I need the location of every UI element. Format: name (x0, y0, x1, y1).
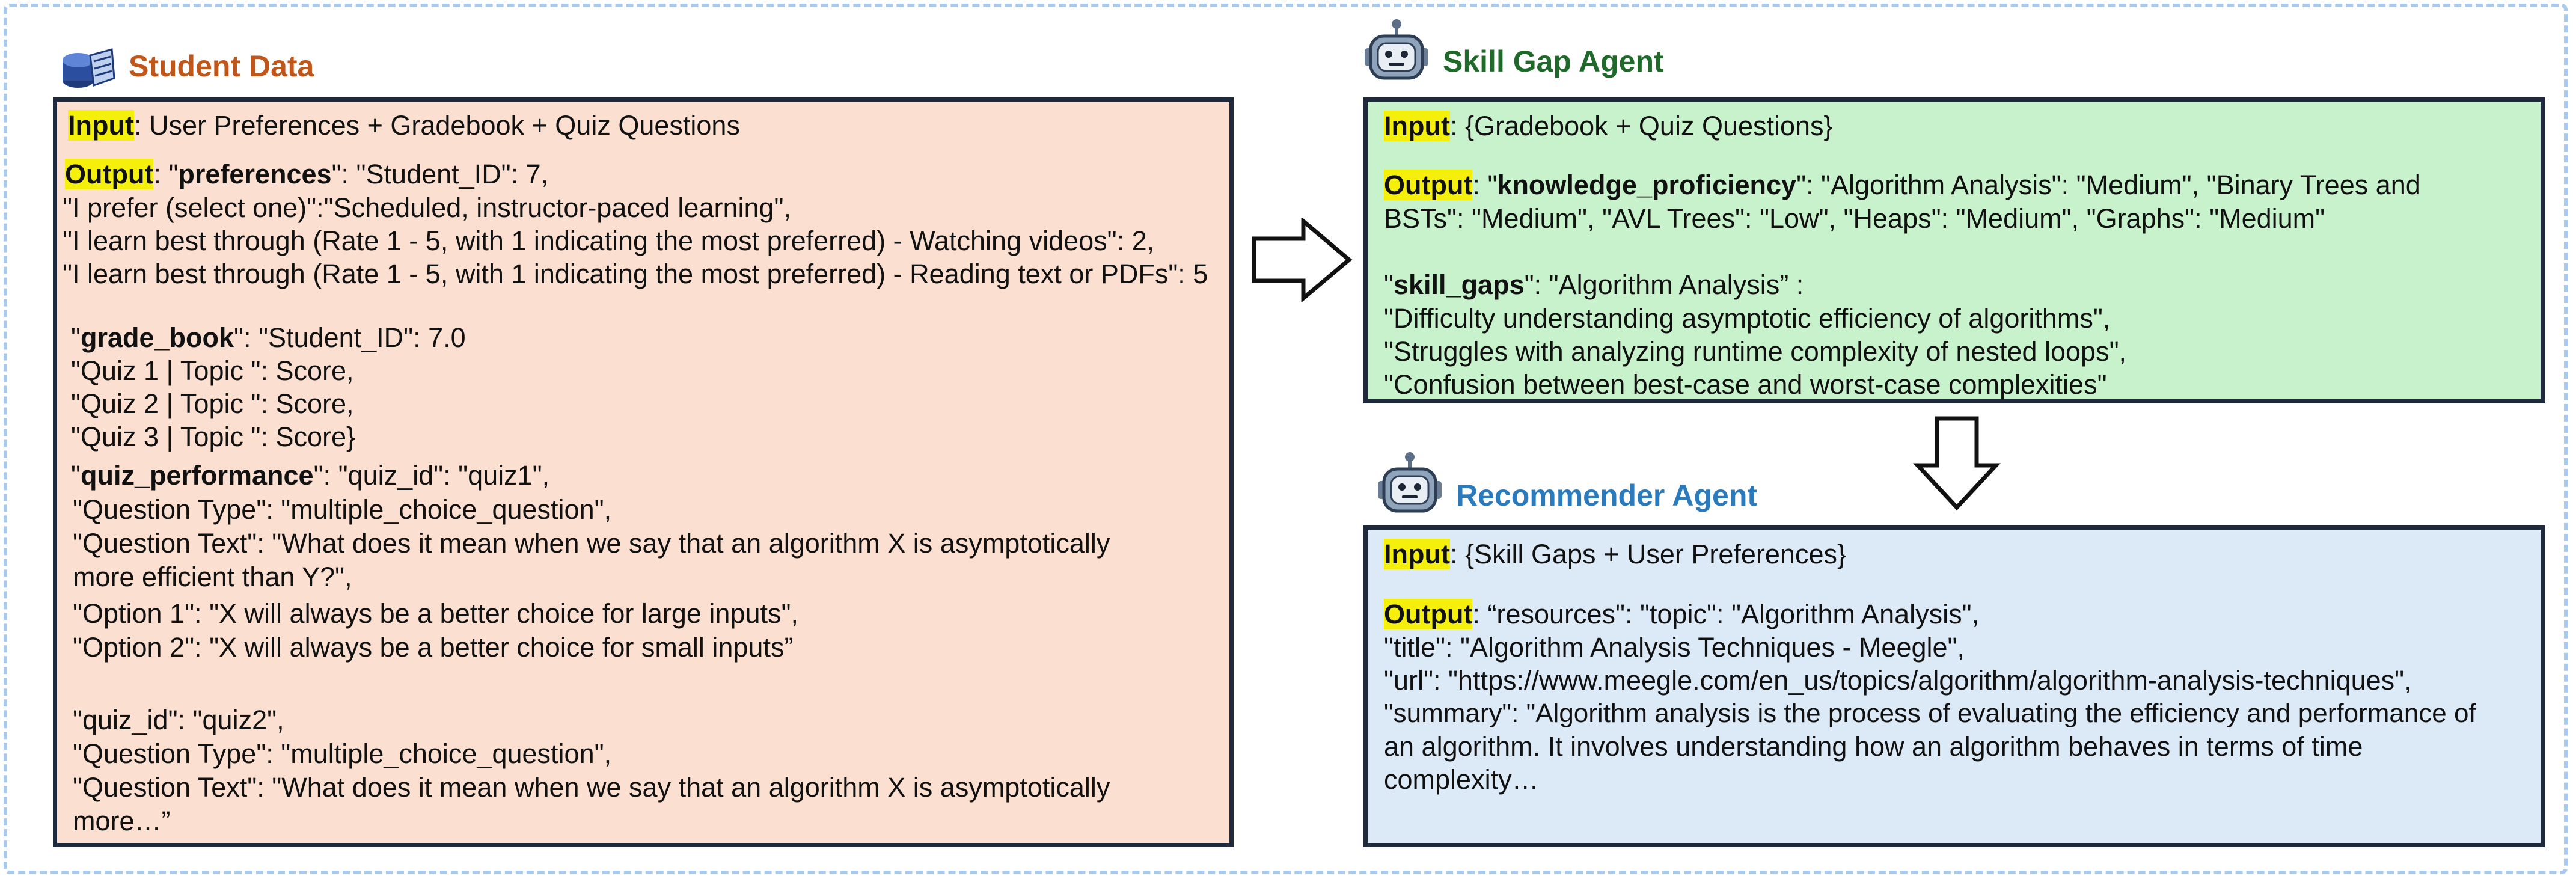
student-line: "Question Text": "What does it mean when… (73, 772, 1110, 803)
student-line: "Quiz 2 | Topic ": Score, (71, 388, 354, 419)
skill-gap-agent-box (1363, 97, 2545, 403)
input-label: Input (68, 110, 134, 141)
arrow-right-icon (1252, 218, 1353, 302)
student-line: "quiz_id": "quiz2", (73, 705, 284, 735)
grade-book-line: "grade_book": "Student_ID": 7.0 (71, 321, 466, 354)
robot-icon (1378, 452, 1442, 513)
recommender-output-line: Output: “resources": "topic": "Algorithm… (1384, 598, 1979, 631)
input-label: Input (1384, 111, 1450, 141)
student-input-text: : User Preferences + Gradebook + Quiz Qu… (133, 110, 740, 141)
skill-line: BSTs": "Medium", "AVL Trees": "Low", "He… (1384, 203, 2325, 234)
text: " (71, 322, 81, 353)
recommender-line: an algorithm. It involves understanding … (1384, 731, 2363, 762)
text: : " (1472, 170, 1498, 200)
recommender-agent-title: Recommender Agent (1456, 479, 1758, 512)
text: : {Gradebook + Quiz Questions} (1449, 111, 1833, 141)
recommender-agent-box (1363, 525, 2545, 847)
skill-gap-agent-title: Skill Gap Agent (1443, 44, 1664, 78)
preferences-value: ": "Student_ID": 7, (331, 159, 549, 189)
quiz-performance-key: quiz_performance (80, 460, 314, 491)
text: : “resources": "topic": "Algorithm Analy… (1472, 599, 1980, 629)
recommender-line: "title": "Algorithm Analysis Techniques … (1384, 632, 1965, 663)
skill-gap-item: "Confusion between best-case and worst-c… (1384, 369, 2107, 400)
text: ": "Student_ID": 7.0 (234, 322, 466, 353)
arrow-down-icon (1912, 416, 2001, 511)
grade-book-key: grade_book (80, 322, 234, 353)
output-label: Output (1384, 599, 1473, 629)
robot-icon (1365, 19, 1428, 80)
text: ": "Algorithm Analysis": "Medium", "Bina… (1796, 170, 2421, 200)
text: ": "Algorithm Analysis” : (1524, 269, 1804, 300)
student-data-box (53, 97, 1234, 847)
text: : {Skill Gaps + User Preferences} (1449, 539, 1847, 569)
knowledge-proficiency-key: knowledge_proficiency (1497, 170, 1797, 200)
student-line: "Question Text": "What does it mean when… (73, 528, 1110, 559)
recommender-line: "summary": "Algorithm analysis is the pr… (1384, 699, 2476, 728)
preferences-key: preferences (178, 159, 332, 189)
input-label: Input (1384, 539, 1450, 569)
skill-gap-item: "Struggles with analyzing runtime comple… (1384, 336, 2127, 367)
recommender-input-line: Input: {Skill Gaps + User Preferences} (1384, 538, 1846, 571)
recommender-line: complexity… (1384, 764, 1539, 795)
student-line: "Option 2": "X will always be a better c… (73, 632, 794, 663)
student-line: "Quiz 3 | Topic ": Score} (71, 421, 356, 452)
student-line: "Question Type": "multiple_choice_questi… (73, 738, 612, 769)
skill-input-line: Input: {Gradebook + Quiz Questions} (1384, 109, 1833, 142)
skill-gaps-key: skill_gaps (1393, 269, 1525, 300)
student-line: "I learn best through (Rate 1 - 5, with … (63, 259, 1208, 289)
student-data-title: Student Data (129, 49, 314, 83)
text: ": "quiz_id": "quiz1", (313, 460, 550, 491)
student-output-line: Output: "preferences": "Student_ID": 7, (65, 158, 548, 191)
skill-gaps-line: "skill_gaps": "Algorithm Analysis” : (1384, 268, 1804, 301)
student-line: "Quiz 1 | Topic ": Score, (71, 355, 354, 386)
student-input-line: Input: User Preferences + Gradebook + Qu… (68, 109, 740, 142)
student-line: "I prefer (select one)":"Scheduled, inst… (63, 192, 792, 223)
student-line: "I learn best through (Rate 1 - 5, with … (63, 225, 1155, 256)
diagram-frame (4, 4, 2568, 874)
output-label: Output (1384, 170, 1473, 200)
student-line: "Question Type": "multiple_choice_questi… (73, 494, 612, 525)
skill-gap-item: "Difficulty understanding asymptotic eff… (1384, 303, 2111, 334)
output-label: Output (65, 159, 154, 189)
text: : " (153, 159, 179, 189)
student-line: more efficient than Y?", (73, 562, 352, 592)
recommender-line: "url": "https://www.meegle.com/en_us/top… (1384, 665, 2412, 696)
skill-output-line: Output: "knowledge_proficiency": "Algori… (1384, 168, 2421, 201)
database-icon (63, 48, 115, 88)
text: " (1384, 269, 1394, 300)
text: " (71, 460, 81, 491)
student-line: "Option 1": "X will always be a better c… (73, 598, 798, 629)
student-line: more…” (73, 806, 171, 836)
quiz-performance-line: "quiz_performance": "quiz_id": "quiz1", (71, 459, 549, 492)
